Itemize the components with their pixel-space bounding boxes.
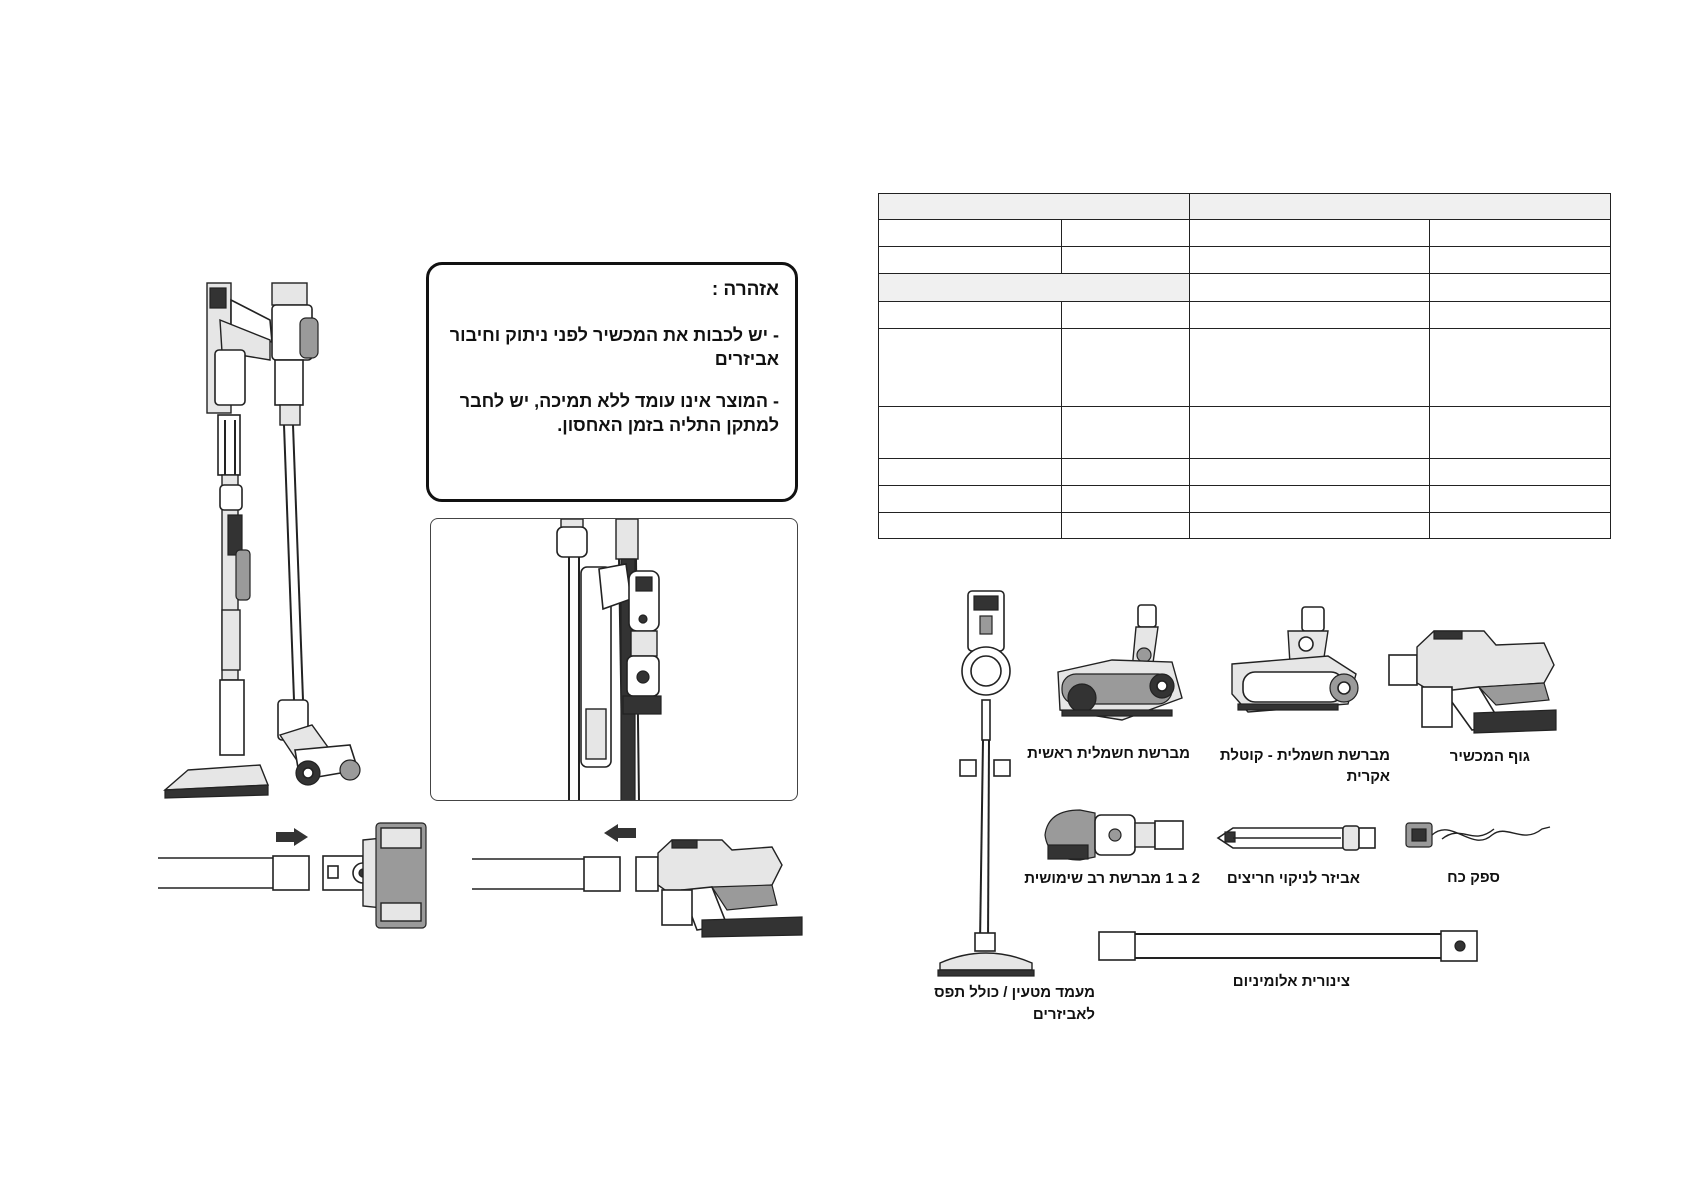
crevice-tool-illustration xyxy=(1216,825,1376,851)
table-header-cell xyxy=(1188,193,1612,220)
table-row xyxy=(878,273,1611,302)
table-row xyxy=(878,458,1611,486)
body-attach-illustration xyxy=(472,839,803,938)
table-row xyxy=(878,485,1611,513)
brush-attach-illustration xyxy=(158,822,427,929)
mounted-vacuum-closeup xyxy=(556,519,662,800)
multi-brush-illustration xyxy=(1044,809,1184,861)
warning-line-2: - המוצר אינו עומד ללא תמיכה, יש לחבר למת… xyxy=(459,391,779,435)
table-row xyxy=(878,246,1611,274)
charging-stand-illustration xyxy=(937,590,1035,977)
label-charger: ספק כח xyxy=(1447,869,1500,886)
label-multi-brush: 2 ב 1 מברשת רב שימושית xyxy=(1024,870,1200,887)
label-charging-stand: מעמד מטעין / כולל תפס לאביזרים xyxy=(934,984,1095,1023)
label-pet-electric-brush: מברשת חשמלית - קוטלת אקרית xyxy=(1219,747,1390,785)
spec-table xyxy=(878,193,1612,539)
table-row xyxy=(878,219,1611,247)
arrow-right-icon xyxy=(276,828,308,846)
table-row xyxy=(878,328,1611,407)
label-device-body: גוף המכשיר xyxy=(1449,748,1530,765)
arrow-left-icon xyxy=(604,824,636,842)
stick-vacuum-illustration xyxy=(163,282,361,799)
zoom-detail-frame xyxy=(430,518,798,801)
table-row xyxy=(878,512,1611,539)
table-row xyxy=(878,406,1611,459)
warning-line-1: - יש לכבות את המכשיר לפני ניתוק וחיבור א… xyxy=(449,325,779,369)
device-body-illustration xyxy=(1388,630,1557,734)
table-row xyxy=(878,301,1611,329)
pet-electric-brush-illustration xyxy=(1231,606,1359,713)
aluminum-tube-illustration xyxy=(1098,930,1478,962)
label-main-electric-brush: מברשת חשמלית ראשית xyxy=(1027,745,1190,762)
main-electric-brush-illustration xyxy=(1057,604,1183,721)
label-aluminum-tube: צינורית אלומיניום xyxy=(1232,973,1350,990)
warning-title: אזהרה : xyxy=(711,279,779,300)
warning-box: אזהרה : - יש לכבות את המכשיר לפני ניתוק … xyxy=(426,262,798,502)
label-crevice-tool: אביזר לניקוי חריצים xyxy=(1226,870,1360,887)
charger-illustration xyxy=(1405,822,1551,848)
table-header-cell xyxy=(878,193,1190,220)
